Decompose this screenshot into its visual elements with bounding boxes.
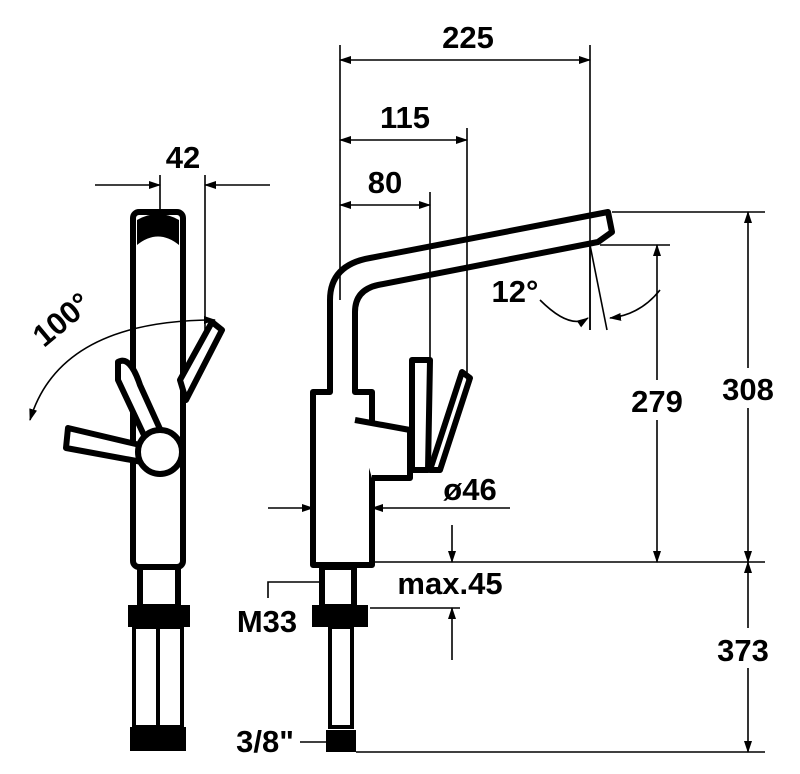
dim-width-42: 42 — [166, 140, 200, 175]
dim-spout-angle-12: 12° — [492, 274, 539, 309]
side-hose-nut — [130, 727, 186, 751]
side-cap — [137, 214, 179, 245]
dim-hose-373: 373 — [717, 633, 769, 668]
dim-height-279: 279 — [631, 384, 683, 419]
dim-reach-115: 115 — [380, 100, 430, 135]
front-thread — [312, 605, 368, 627]
label-thread-m33: M33 — [237, 604, 297, 639]
dim-max-45: max.45 — [397, 566, 502, 601]
front-handle-open — [427, 369, 473, 473]
side-base — [137, 564, 181, 610]
dim-angle-100: 100° — [26, 286, 98, 354]
label-connection-3-8: 3/8" — [236, 724, 294, 759]
front-body-spout — [310, 209, 615, 568]
front-view: 225 115 80 12° 279 308 373 ø46 max.45 — [236, 20, 781, 759]
dim-reach-80: 80 — [368, 165, 402, 200]
side-handle-hub — [135, 427, 185, 477]
side-handle-closed — [177, 319, 225, 403]
side-view: 42 100° — [26, 140, 270, 751]
side-thread — [128, 605, 190, 627]
dim-reach-225: 225 — [442, 20, 494, 55]
dim-diameter-46: ø46 — [443, 472, 496, 507]
front-handle — [409, 357, 433, 473]
front-base — [319, 564, 357, 610]
front-hose — [328, 625, 354, 729]
dim-height-308: 308 — [722, 372, 774, 407]
front-hose-nut — [326, 730, 356, 752]
